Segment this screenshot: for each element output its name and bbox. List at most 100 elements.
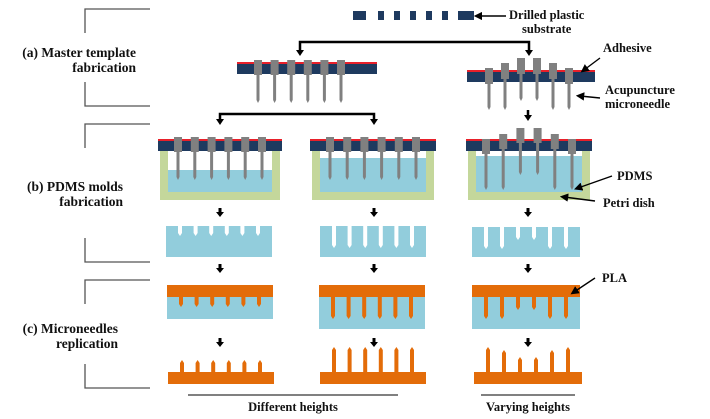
pdms-mold-tall-cavity xyxy=(363,226,368,248)
mold-tall-needle-shaft xyxy=(345,152,349,177)
final-short-needle xyxy=(242,360,247,372)
mold-short-needle-tip xyxy=(193,177,197,180)
mold-tall-needle-head xyxy=(360,137,369,152)
final-tall-needle xyxy=(378,347,383,372)
master-uniform-needle-tip xyxy=(273,100,277,103)
mold-varying-needle-shaft xyxy=(570,154,574,187)
pla-mold-short-pdms xyxy=(167,297,273,319)
arrow-c1-shaft xyxy=(218,264,222,269)
mold-varying-needle-shaft xyxy=(518,143,522,172)
mold-short-needle-tip xyxy=(243,177,247,180)
mold-tall-needle-shaft xyxy=(397,152,401,177)
bracket-b-top xyxy=(84,123,150,148)
mold-short-needle-head xyxy=(241,137,250,152)
pdms-mold-short-cavity xyxy=(256,226,260,236)
mold-varying-needle-tip xyxy=(570,187,574,190)
master-uniform-needle-head xyxy=(320,60,329,75)
pla-label: PLA xyxy=(602,271,627,285)
stage-b-line1: (b) PDMS molds xyxy=(27,179,123,194)
final-tall-needle xyxy=(363,347,368,372)
mold-short-needle-shaft xyxy=(226,152,230,177)
master-varying-needle-tip xyxy=(487,107,491,110)
mold-short-needle-shaft xyxy=(176,152,180,177)
stage-c-line2: replication xyxy=(56,336,118,351)
pla-mold-short-pla-needle xyxy=(194,297,199,307)
master-uniform-needle-shaft xyxy=(273,75,277,100)
pla-mold-tall-pla-needle xyxy=(362,297,367,319)
mold-tall-needle-tip xyxy=(345,177,349,180)
stage-brackets xyxy=(84,8,150,389)
pdms-mold-varying-cavity xyxy=(500,227,504,249)
mold-varying-needle-head xyxy=(499,134,508,149)
master-varying-needle-tip xyxy=(503,107,507,110)
pla-mold-tall-pla-needle xyxy=(393,297,398,319)
pdms-mold-short-cavity xyxy=(224,226,229,236)
needle-callout-arrow xyxy=(575,92,601,101)
mold-tall-needle-tip xyxy=(362,177,366,180)
mold-tall-needle-shaft xyxy=(380,152,384,177)
final-tall-needle xyxy=(332,347,336,372)
substrate-label-2: substrate xyxy=(522,22,572,36)
split-arrow-top xyxy=(298,40,531,52)
arrow-b3-head xyxy=(524,212,532,217)
master-template-varying-substrate xyxy=(467,72,595,82)
final-short-needle xyxy=(226,360,231,372)
master-uniform-needle-head xyxy=(287,60,296,75)
pdms-mold-tall-cavity xyxy=(347,226,352,248)
mold-varying-needle-head xyxy=(533,128,542,143)
pla-mold-tall-pdms xyxy=(319,297,425,329)
pla-mold-varying-pla-needle xyxy=(532,297,536,310)
arrow-c3-head xyxy=(524,268,532,273)
pdms-mold-tall-cavity xyxy=(378,226,383,248)
pla-mold-short-pla-needle xyxy=(210,297,215,307)
bracket-a-top xyxy=(84,8,150,33)
pdms-mold-short-cavity xyxy=(178,226,182,236)
mold-tall-needle-tip xyxy=(414,177,418,180)
petri-label: Petri dish xyxy=(603,196,655,210)
master-varying-needle-tip xyxy=(519,98,523,101)
master-uniform-needle-head xyxy=(337,60,345,75)
pdms-mold-tall-cavity xyxy=(410,226,414,248)
mold-tall-template-substrate xyxy=(310,141,436,151)
stage-b-line2: fabrication xyxy=(59,194,123,209)
bracket-b-bottom xyxy=(84,238,150,263)
master-varying-needle-head xyxy=(565,68,573,84)
final-varying-needle xyxy=(486,347,490,372)
adhesive-label: Adhesive xyxy=(603,41,652,55)
petri-callout-arrow xyxy=(559,193,596,202)
pdms-mold-varying-cavity xyxy=(548,227,552,249)
bracket-c-top xyxy=(84,279,150,304)
pla-mold-short-pla-needle xyxy=(179,297,183,307)
pla-mold-tall-pla-needle xyxy=(331,297,335,319)
mold-short-needle-shaft xyxy=(210,152,214,177)
pdms-mold-varying-cavity xyxy=(484,227,488,249)
master-uniform-needle-head xyxy=(254,60,262,75)
varying-heights-caption: Varying heights xyxy=(486,400,570,414)
needle-label-1: Acupuncture xyxy=(605,83,675,97)
master-varying-needle-tip xyxy=(535,98,539,101)
mold-tall-needle-head xyxy=(326,137,334,152)
arrow-b2-shaft xyxy=(372,208,376,213)
master-uniform-needle-shaft xyxy=(256,75,260,100)
master-uniform-needle-tip xyxy=(306,100,310,103)
master-uniform-needle-head xyxy=(303,60,312,75)
pdms-mold-tall-body xyxy=(320,226,426,257)
mold-tall-needle-head xyxy=(412,137,420,152)
pdms-mold-varying-body xyxy=(472,227,580,257)
pdms-callout-arrow xyxy=(574,175,613,191)
mold-short-needle-head xyxy=(258,137,266,152)
mold-varying-needle-shaft xyxy=(484,154,488,187)
master-varying-needle-shaft xyxy=(519,74,523,98)
master-uniform-needle-head xyxy=(270,60,279,75)
mold-varying-needle-shaft xyxy=(553,149,557,187)
master-uniform-needle-tip xyxy=(339,100,343,103)
pla-mold-varying-pla-layer xyxy=(472,285,580,297)
master-varying-needle-shaft xyxy=(567,84,571,107)
master-varying-needle-shaft xyxy=(551,79,555,107)
mold-varying-needle-tip xyxy=(484,187,488,190)
master-varying-needle-head xyxy=(501,63,509,79)
mold-short-needle-tip xyxy=(226,177,230,180)
final-varying-needle xyxy=(566,347,570,372)
pla-mold-short-pla-needle xyxy=(257,297,261,307)
master-varying-needle-shaft xyxy=(487,84,491,107)
